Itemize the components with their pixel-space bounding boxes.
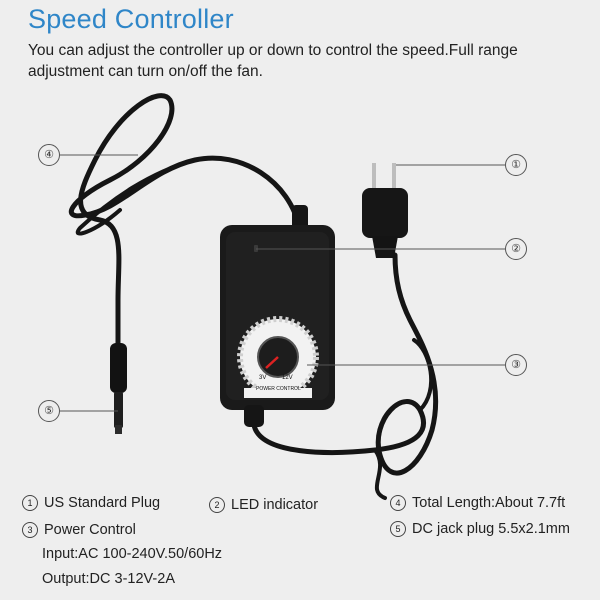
spec-led-num: 2 bbox=[209, 497, 225, 513]
dc-jack-plug bbox=[110, 343, 127, 393]
spec-jack-num: 5 bbox=[390, 521, 406, 537]
callout-4: ④ bbox=[38, 144, 60, 166]
spec-jack-label: DC jack plug 5.5x2.1mm bbox=[412, 521, 570, 537]
spec-jack: 5 DC jack plug 5.5x2.1mm bbox=[390, 521, 570, 537]
callout-3: ③ bbox=[505, 354, 527, 376]
power-control-dial bbox=[237, 316, 319, 398]
page-title: Speed Controller bbox=[28, 4, 234, 34]
spec-length-label: Total Length:About 7.7ft bbox=[412, 495, 566, 511]
callout-2: ② bbox=[505, 238, 527, 260]
spec-length: 4 Total Length:About 7.7ft bbox=[390, 495, 565, 511]
page-subtitle: You can adjust the controller up or down… bbox=[28, 42, 518, 80]
spec-control: 3 Power Control bbox=[22, 522, 136, 538]
spec-led: 2 LED indicator bbox=[209, 497, 318, 513]
dial-max-label: 12V bbox=[282, 375, 293, 381]
spec-length-num: 4 bbox=[390, 495, 406, 511]
callout-5: ⑤ bbox=[38, 400, 60, 422]
spec-control-label: Power Control bbox=[44, 522, 136, 538]
spec-output: Output:DC 3-12V-2A bbox=[42, 571, 175, 587]
spec-plug-num: 1 bbox=[22, 495, 38, 511]
spec-input: Input:AC 100-240V.50/60Hz bbox=[42, 546, 223, 562]
callout-1: ① bbox=[505, 154, 527, 176]
dial-min-label: 3V bbox=[259, 375, 267, 381]
spec-control-num: 3 bbox=[22, 522, 38, 538]
spec-led-label: LED indicator bbox=[231, 497, 319, 513]
spec-plug: 1 US Standard Plug bbox=[22, 495, 160, 511]
dial-caption: POWER CONTROL bbox=[256, 386, 301, 392]
us-standard-plug bbox=[362, 163, 408, 258]
spec-plug-label: US Standard Plug bbox=[44, 495, 161, 511]
